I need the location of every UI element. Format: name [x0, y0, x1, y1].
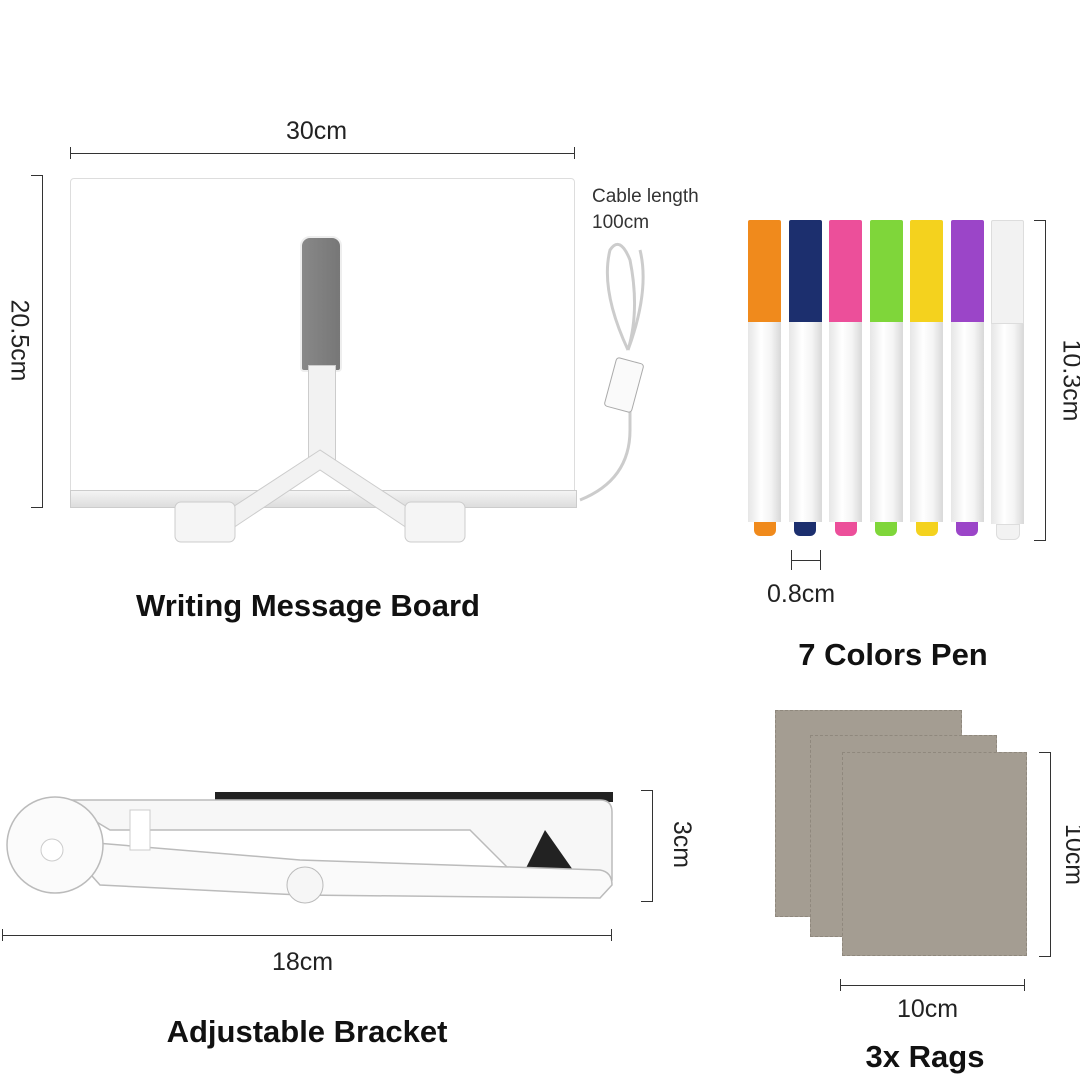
pen	[991, 220, 1024, 540]
pens-title: 7 Colors Pen	[798, 637, 988, 672]
rag	[842, 752, 1027, 956]
rag-height-line	[1050, 752, 1051, 957]
tick	[31, 507, 43, 508]
tick	[820, 550, 821, 570]
cable-label-line1: Cable length	[592, 186, 699, 207]
cable-length-label: Cable length 100cm	[592, 184, 699, 236]
stand-arm	[300, 236, 342, 372]
pen-tip	[956, 522, 978, 536]
pen-tip	[875, 522, 897, 536]
tick	[70, 147, 71, 159]
board-height-line	[42, 175, 43, 508]
pen-cap	[748, 220, 781, 322]
pen	[829, 220, 862, 540]
rag-width-label: 10cm	[897, 995, 959, 1023]
pen-body	[910, 322, 943, 522]
bracket-height-line	[652, 790, 653, 902]
pen-tip	[995, 524, 1020, 540]
pen-tip	[753, 522, 776, 536]
pen-length-label: 10.3cm	[1057, 339, 1080, 422]
pen-body	[788, 322, 822, 522]
bracket-length-line	[2, 935, 612, 936]
bracket-title: Adjustable Bracket	[166, 1014, 448, 1049]
pen	[748, 220, 781, 540]
pen-cap	[910, 220, 943, 322]
pen-cap	[788, 220, 822, 322]
tick	[2, 929, 3, 941]
rag-height-label: 10cm	[1060, 823, 1080, 886]
pen-tip	[834, 522, 857, 536]
rags-title: 3x Rags	[865, 1039, 985, 1074]
tick	[1039, 956, 1051, 957]
pen-cap	[991, 220, 1024, 324]
stand-legs	[174, 449, 466, 543]
pen	[910, 220, 943, 540]
pen-body	[869, 322, 903, 522]
pen-body	[950, 322, 984, 522]
tick	[840, 979, 841, 991]
usb-cable	[579, 242, 645, 502]
pen-body	[829, 322, 862, 522]
tick	[574, 147, 575, 159]
cable-label-line2: 100cm	[592, 212, 650, 233]
pen	[950, 220, 984, 540]
bracket-length-label: 18cm	[272, 948, 334, 976]
pen-diameter-label: 0.8cm	[767, 580, 836, 608]
pen-cap	[869, 220, 903, 322]
pen-tip	[915, 522, 938, 536]
tick	[31, 175, 43, 176]
board-height-label: 20.5cm	[5, 299, 34, 382]
bracket-height-label: 3cm	[668, 820, 697, 869]
board-width-line	[70, 153, 575, 154]
pen-length-line	[1045, 220, 1046, 540]
pen-body	[748, 322, 781, 522]
pen	[788, 220, 822, 540]
tick	[1024, 979, 1025, 991]
pen-diameter-line	[791, 560, 821, 561]
adjustable-bracket	[6, 792, 613, 904]
tick	[641, 901, 653, 902]
tick	[1034, 540, 1046, 541]
tick	[611, 929, 612, 941]
pen	[869, 220, 903, 540]
tick	[791, 550, 792, 570]
rag-width-line	[840, 985, 1025, 986]
pen-cap	[950, 220, 984, 322]
board-width-label: 30cm	[286, 117, 348, 145]
pen-tip	[794, 522, 816, 536]
tick	[641, 790, 653, 791]
pen-cap	[829, 220, 862, 322]
tick	[1039, 752, 1051, 753]
pen-body	[991, 324, 1024, 524]
board-title: Writing Message Board	[136, 588, 480, 623]
tick	[1034, 220, 1046, 221]
